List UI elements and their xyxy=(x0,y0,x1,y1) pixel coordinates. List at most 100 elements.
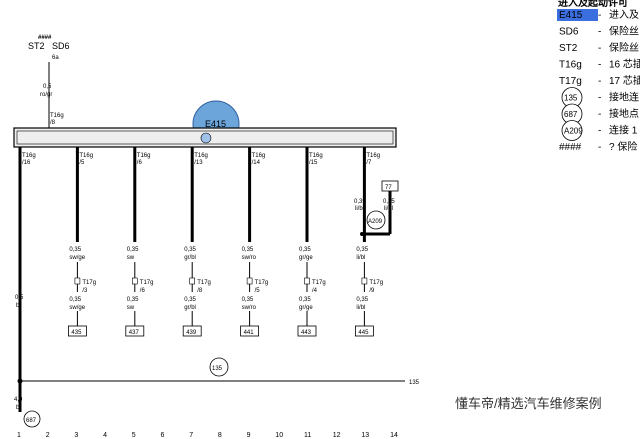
wire-color-upper: li/bl xyxy=(356,255,365,261)
legend-circle-icon xyxy=(561,120,583,141)
ref-box[interactable] xyxy=(297,325,317,337)
wire-pin-2: /5 xyxy=(255,288,261,294)
node-a209-label: A209 xyxy=(368,219,383,225)
ref-box-label: 439 xyxy=(186,330,197,336)
legend-description: 进入及 xyxy=(609,9,639,21)
column-number: 5 xyxy=(132,432,136,439)
left-wire-size: 0,5 xyxy=(15,295,24,301)
connector-bar-inner xyxy=(16,130,394,145)
wire-size-upper: 0,35 xyxy=(184,247,196,253)
wire-size-lower: 0,35 xyxy=(184,297,196,303)
legend-code: E415 xyxy=(559,10,583,21)
ref-box[interactable] xyxy=(68,325,87,337)
ground-bus-label: 135 xyxy=(409,380,420,386)
column-number: 12 xyxy=(333,432,341,439)
wire-connector-2: T17g xyxy=(312,280,326,286)
wire-size-upper: 0,35 xyxy=(69,247,81,253)
wire-size-lower: 0,35 xyxy=(299,297,311,303)
column-number: 11 xyxy=(304,432,311,439)
column-number: 2 xyxy=(46,432,50,439)
branch-color-b: li/bl xyxy=(384,206,393,212)
column-number: 8 xyxy=(218,432,222,439)
wire-size-upper: 0,35 xyxy=(242,247,254,253)
legend-code: T17g xyxy=(559,76,582,87)
legend-code: #### xyxy=(559,142,582,153)
ground-circle-687-label: 687 xyxy=(26,418,37,424)
ref-box-label: 437 xyxy=(129,330,140,336)
wire-connector: T16g xyxy=(137,153,151,159)
column-number: 14 xyxy=(390,432,398,439)
wire-color-lower: sw xyxy=(127,305,135,311)
wire-pin: /15 xyxy=(309,160,318,166)
wire-pin-2: /6 xyxy=(140,288,146,294)
fuse-subscript: 6a xyxy=(52,55,59,61)
ref-box[interactable] xyxy=(182,325,202,337)
legend-dash: - xyxy=(598,126,601,137)
ref-box[interactable] xyxy=(240,325,260,337)
wire-connector: T16g xyxy=(366,153,380,159)
bottom-wire-color: br xyxy=(16,405,21,411)
wire-pin-2: /3 xyxy=(82,288,88,294)
ref-box[interactable] xyxy=(125,325,145,337)
wire-color-upper: sw/ge xyxy=(69,255,85,261)
wire-pin-2: /4 xyxy=(312,288,318,294)
wire-connector: T16g xyxy=(309,153,323,159)
legend-title: 进入及起动许可 xyxy=(558,0,628,9)
column-number: 13 xyxy=(361,432,369,439)
ref-box[interactable] xyxy=(354,325,374,337)
wire-size-upper: 0,35 xyxy=(299,247,311,253)
legend-dash: - xyxy=(598,10,601,21)
wire-pin: /13 xyxy=(194,160,203,166)
legend-code: ST2 xyxy=(559,43,578,54)
legend-code: 135 xyxy=(564,94,578,103)
watermark: 懂车帝/精选汽车维修案例 xyxy=(455,396,602,411)
wire-color-lower: gr/ge xyxy=(299,305,313,311)
fuse-st2-label: ST2 xyxy=(28,41,45,51)
legend-code: A209 xyxy=(564,127,583,136)
wire-color-upper: gr/bl xyxy=(184,255,196,261)
column-number: 3 xyxy=(74,432,78,439)
wire-connector: T16g xyxy=(22,153,36,159)
wire-pin: /5 xyxy=(79,160,85,166)
wire-size-lower: 0,35 xyxy=(69,297,81,303)
plug-icon xyxy=(304,277,310,285)
top-pin: /8 xyxy=(50,120,56,126)
wire-connector-2: T17g xyxy=(82,280,96,286)
key-symbol-icon xyxy=(200,132,212,144)
wire-connector: T16g xyxy=(252,153,266,159)
legend-code: SD6 xyxy=(559,27,579,38)
top-pin-connector: T16g xyxy=(50,113,64,119)
wire-size-lower: 0,35 xyxy=(127,297,139,303)
legend-description: 连接 1 xyxy=(609,124,638,137)
legend-description: 保险丝 xyxy=(609,41,639,54)
legend-dash: - xyxy=(598,76,601,87)
wire-connector-2: T17g xyxy=(140,280,154,286)
legend-dash: - xyxy=(598,109,601,120)
wire-pin: /16 xyxy=(22,160,31,166)
wire-size-lower: 0,35 xyxy=(356,297,368,303)
branch-color-a: li/bl xyxy=(355,206,364,212)
legend-description: 接地点 xyxy=(609,107,639,120)
wire-color-lower: sw/ge xyxy=(69,305,85,311)
legend-highlight xyxy=(557,9,598,21)
legend-code: T16g xyxy=(559,60,582,71)
node-a209 xyxy=(366,210,386,230)
wire-color-upper: gr/ge xyxy=(299,255,313,261)
column-number: 7 xyxy=(189,432,193,439)
plug-icon xyxy=(361,277,368,285)
legend-description: 17 芯插 xyxy=(609,74,640,87)
ground-circle-687 xyxy=(23,410,41,428)
bottom-wire-size: 4,0 xyxy=(14,397,23,403)
column-number: 1 xyxy=(17,432,21,439)
plug-icon xyxy=(189,277,195,285)
ground-junction-dot xyxy=(17,378,23,384)
wire-pin: /6 xyxy=(137,160,143,166)
ref-box-77-label: 77 xyxy=(385,185,392,191)
ground-circle-135 xyxy=(209,357,229,377)
column-number: 6 xyxy=(161,432,165,439)
wire-color-upper: sw xyxy=(127,255,135,261)
legend-dash: - xyxy=(598,142,601,153)
